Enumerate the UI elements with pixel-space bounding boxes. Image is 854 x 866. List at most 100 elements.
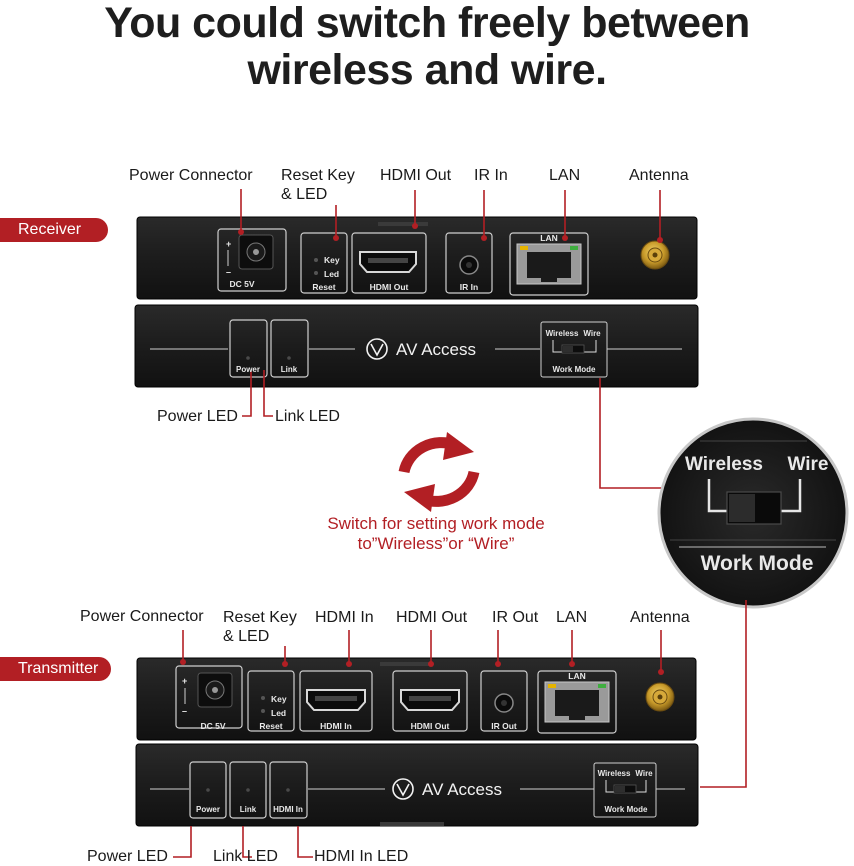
- receiver-brand-name: AV Access: [396, 340, 476, 359]
- transmitter-badge: Transmitter: [0, 657, 111, 681]
- svg-text:–: –: [226, 267, 231, 277]
- headline: You could switch freely between wireless…: [0, 0, 854, 94]
- transmitter-key-label: Key: [271, 694, 287, 704]
- receiver-power-label: Power: [236, 365, 260, 374]
- transmitter-hdmi-out-port: [392, 670, 468, 732]
- receiver-hdmi-out-port: [351, 232, 427, 294]
- transmitter-ir-out-port: [480, 670, 528, 732]
- transmitter-hdmi-in-led-label: HDMI In: [273, 805, 303, 814]
- transmitter-callout-ir-out: IR Out: [492, 609, 539, 626]
- transmitter-brand-logo-icon: [392, 778, 414, 800]
- zoom-wireless-label: Wireless: [685, 454, 763, 475]
- receiver-wireless-label: Wireless: [546, 329, 579, 338]
- receiver-power-led-window: [229, 319, 268, 378]
- transmitter-ir-label: IR Out: [491, 721, 517, 731]
- transmitter-link-label: Link: [240, 805, 257, 814]
- svg-text:+: +: [226, 239, 231, 249]
- transmitter-callout-hdmi-in-led: HDMI In LED: [314, 848, 409, 865]
- receiver-link-label: Link: [281, 365, 298, 374]
- receiver-link-led-window: [270, 319, 309, 378]
- receiver-brand-logo-icon: [366, 338, 388, 360]
- transmitter-hdmi-in-label: HDMI In: [320, 721, 352, 731]
- transmitter-callout-hdmi-in: HDMI In: [315, 609, 374, 626]
- transmitter-link-led: [246, 788, 250, 792]
- swap-arrows-icon: [398, 432, 480, 512]
- receiver-key-label: Key: [324, 255, 340, 265]
- receiver-power-led: [246, 356, 250, 360]
- switch-caption-line-1: Switch for setting work mode: [327, 514, 545, 533]
- transmitter-power-label: Power: [196, 805, 220, 814]
- transmitter-wireless-label: Wireless: [598, 769, 631, 778]
- transmitter-callout-hdmi-out: HDMI Out: [396, 609, 468, 626]
- transmitter-brand-name: AV Access: [422, 780, 502, 799]
- receiver-callout-ir-in: IR In: [474, 167, 508, 184]
- transmitter-front-unit: [135, 743, 699, 827]
- receiver-antenna-connector: [640, 240, 670, 270]
- receiver-ir-in-port: [445, 232, 493, 294]
- receiver-led-label: Led: [324, 269, 339, 279]
- transmitter-callout-power-led: Power LED: [87, 848, 168, 865]
- transmitter-hdmi-in-led: [286, 788, 290, 792]
- transmitter-callout-link-led: Link LED: [213, 848, 278, 865]
- receiver-callout-power-led: Power LED: [157, 408, 238, 425]
- transmitter-callout-power-connector: Power Connector: [80, 608, 204, 625]
- transmitter-callout-antenna: Antenna: [630, 609, 690, 626]
- receiver-wire-label: Wire: [583, 329, 601, 338]
- transmitter-antenna-connector: [645, 682, 675, 712]
- transmitter-reset-key: [247, 670, 295, 732]
- transmitter-power-led: [206, 788, 210, 792]
- receiver-work-mode-label: Work Mode: [553, 365, 597, 374]
- transmitter-work-mode-frame: [593, 762, 657, 818]
- receiver-lan-label: LAN: [540, 233, 557, 243]
- receiver-badge: Receiver: [0, 218, 108, 242]
- receiver-callout-power-connector: Power Connector: [129, 167, 253, 184]
- receiver-hdmi-label: HDMI Out: [370, 282, 409, 292]
- transmitter-callout-reset-key: Reset Key: [223, 609, 297, 626]
- transmitter-back-unit: + –: [136, 657, 697, 741]
- transmitter-dc-port: + –: [175, 665, 243, 729]
- receiver-callout-antenna: Antenna: [629, 167, 689, 184]
- switch-caption-line-2: to”Wireless”or “Wire”: [357, 534, 515, 553]
- headline-line-1: You could switch freely between: [104, 0, 750, 47]
- transmitter-hdmi-in-led-window: [269, 761, 308, 819]
- transmitter-lan-label: LAN: [568, 671, 585, 681]
- transmitter-power-led-window: [189, 761, 227, 819]
- transmitter-leader-work-mode: [700, 600, 747, 788]
- receiver-dc-port: + –: [217, 228, 287, 292]
- receiver-callout-reset-key: Reset Key: [281, 167, 355, 184]
- receiver-work-mode-frame: [540, 321, 608, 378]
- transmitter-work-mode-label: Work Mode: [605, 805, 649, 814]
- transmitter-link-led-window: [229, 761, 267, 819]
- receiver-reset-key: [300, 232, 348, 294]
- svg-text:–: –: [182, 706, 187, 716]
- receiver-back-unit: + –: [136, 216, 698, 300]
- receiver-dc-label: DC 5V: [229, 279, 254, 289]
- switch-caption: Switch for setting work mode to”Wireless…: [276, 514, 596, 554]
- svg-text:+: +: [182, 676, 187, 686]
- transmitter-leader-lines: [173, 630, 662, 858]
- receiver-reset-label: Reset: [312, 282, 335, 292]
- zoom-work-mode-label: Work Mode: [701, 552, 814, 575]
- receiver-callout-lan: LAN: [549, 167, 581, 184]
- transmitter-hdmi-in-port: [299, 670, 373, 732]
- transmitter-hdmi-out-label: HDMI Out: [411, 721, 450, 731]
- receiver-front-unit: [134, 304, 699, 388]
- transmitter-callout-lan: LAN: [556, 609, 588, 626]
- receiver-callout-hdmi-out: HDMI Out: [380, 167, 452, 184]
- receiver-callout-link-led: Link LED: [275, 408, 340, 425]
- receiver-leader-lines: [240, 189, 686, 489]
- headline-line-2: wireless and wire.: [247, 46, 607, 94]
- transmitter-callout-reset-led: & LED: [223, 628, 270, 645]
- transmitter-reset-label: Reset: [259, 721, 282, 731]
- receiver-callout-reset-led: & LED: [281, 186, 328, 203]
- receiver-lan-port: [509, 232, 589, 296]
- zoom-wire-label: Wire: [787, 454, 828, 475]
- work-mode-zoom: [657, 417, 849, 609]
- transmitter-dc-label: DC 5V: [200, 721, 225, 731]
- receiver-link-led: [287, 356, 291, 360]
- transmitter-lan-port: [537, 670, 617, 734]
- transmitter-led-label: Led: [271, 708, 286, 718]
- receiver-ir-label: IR In: [460, 282, 478, 292]
- transmitter-wire-label: Wire: [635, 769, 653, 778]
